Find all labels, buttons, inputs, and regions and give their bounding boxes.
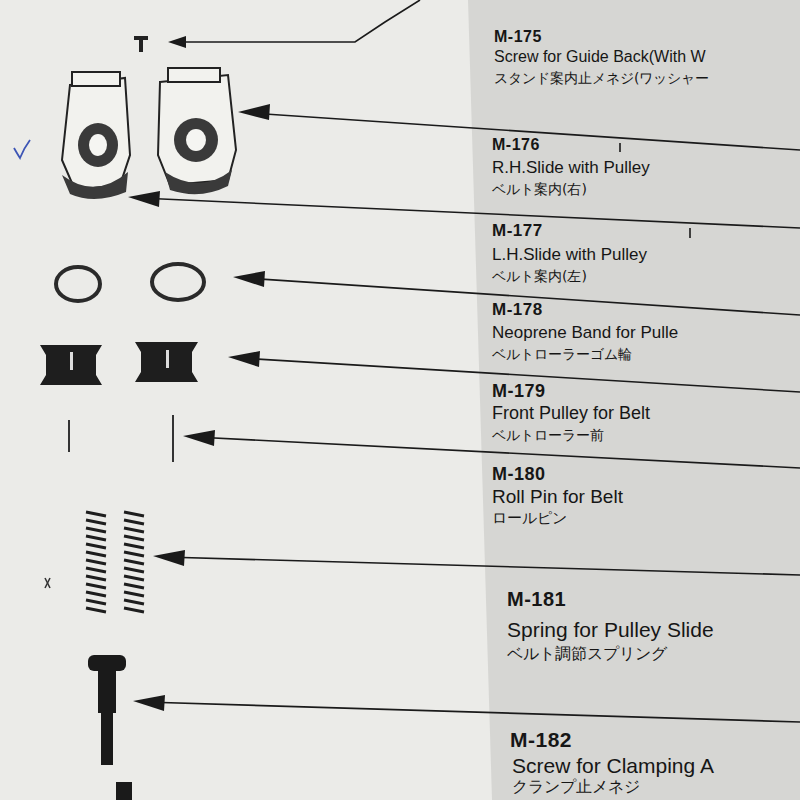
part-name: Screw for Guide Back(With W [492, 48, 708, 66]
part-name: Roll Pin for Belt [490, 486, 625, 508]
part-number: M-177 [490, 221, 545, 241]
part-name: L.H.Slide with Pulley [490, 245, 649, 265]
part-name-japanese: ベルトローラー前 [490, 427, 606, 443]
part-name: Spring for Pulley Slide [505, 618, 716, 642]
part-name-japanese: ロールピン [490, 510, 569, 527]
part-name-japanese: ベルト案内(右) [490, 181, 589, 197]
part-number: M-176 [490, 136, 542, 154]
part-name: Neoprene Band for Pulle [490, 323, 680, 343]
part-number: M-179 [490, 381, 548, 402]
part-number: M-178 [490, 300, 545, 320]
part-name-japanese: ベルト案内(左) [490, 268, 589, 284]
part-name-japanese: ベルト調節スプリング [505, 645, 669, 663]
part-name: R.H.Slide with Pulley [490, 158, 652, 178]
part-number: M-181 [505, 588, 568, 611]
part-name: Screw for Clamping A [510, 754, 716, 778]
part-name-japanese: スタンド案内止メネジ(ワッシャー [492, 70, 711, 86]
part-number: M-182 [508, 728, 574, 752]
part-name: Front Pulley for Belt [490, 403, 652, 424]
part-name-japanese: ベルトローラーゴム輪 [490, 346, 634, 362]
part-number: M-180 [490, 464, 548, 485]
part-name-japanese: クランプ止メネジ [510, 778, 642, 796]
part-number: M-175 [492, 28, 544, 46]
